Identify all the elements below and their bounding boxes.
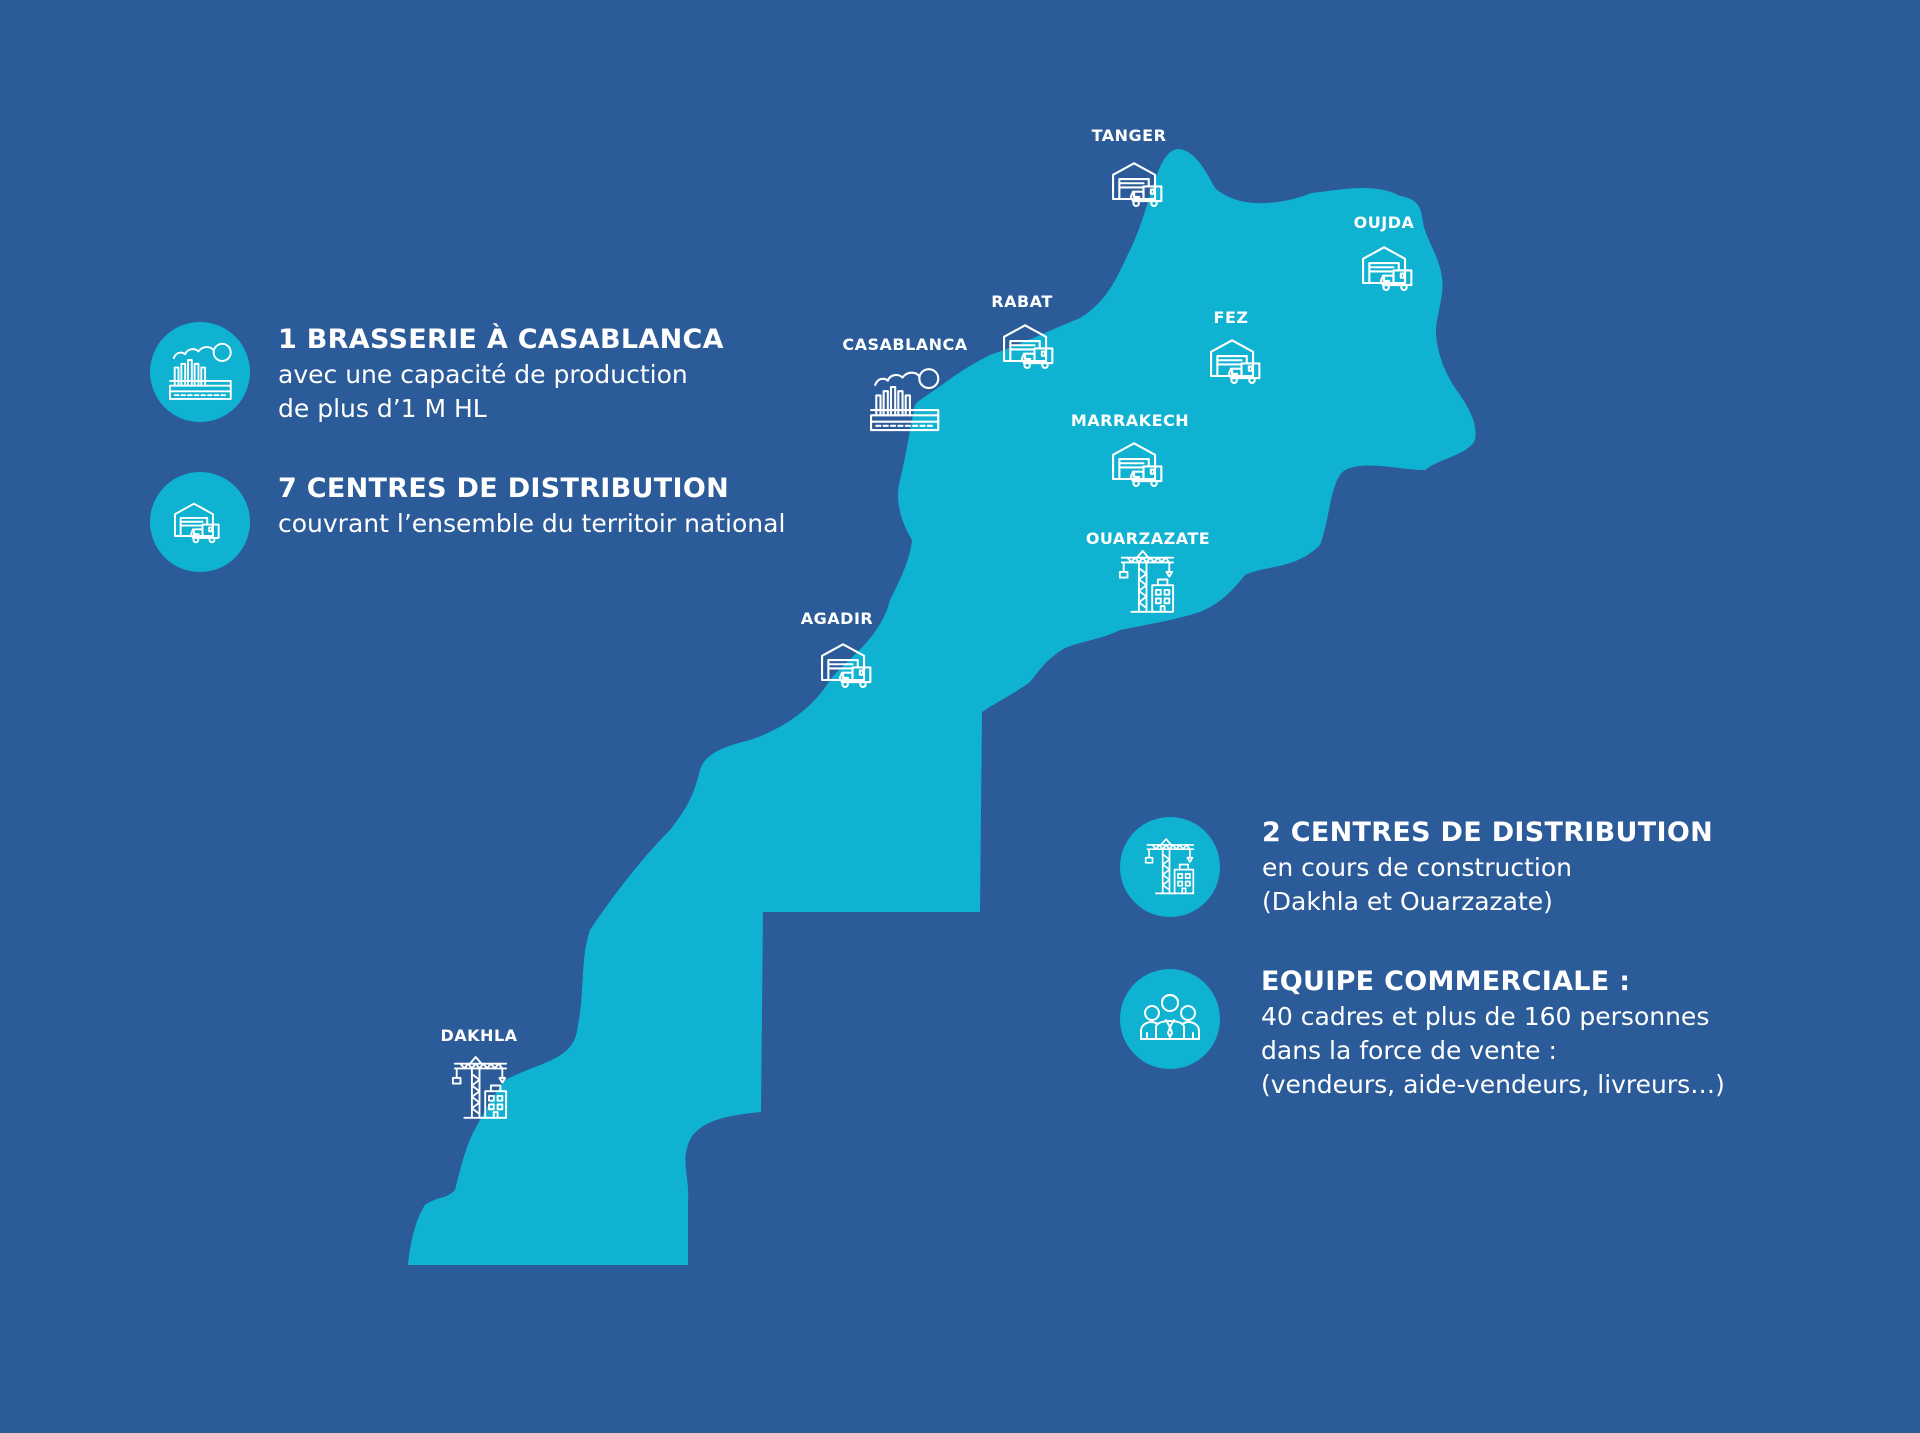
city-label-casablanca: CASABLANCA [842, 335, 968, 354]
legend-icons [150, 322, 1220, 1069]
legend-construction-line: (Dakhla et Ouarzazate) [1262, 887, 1553, 916]
city-label-agadir: AGADIR [800, 609, 874, 628]
legend-team-line: 40 cadres et plus de 160 personnes [1261, 1002, 1710, 1031]
city-label-marrakech: MARRAKECH [1070, 411, 1190, 430]
city-label-fez: FEZ [1213, 308, 1249, 327]
legend-icon-circle [150, 322, 250, 422]
legend-construction: 2 CENTRES DE DISTRIBUTION en cours de co… [1262, 815, 1713, 919]
legend-brewery: 1 BRASSERIE À CASABLANCA avec une capaci… [278, 322, 724, 426]
morocco-landmass [408, 149, 1476, 1265]
legend-team: EQUIPE COMMERCIALE : 40 cadres et plus d… [1261, 964, 1725, 1102]
legend-team-line: dans la force de vente : [1261, 1036, 1557, 1065]
legend-distribution-title: 7 CENTRES DE DISTRIBUTION [278, 473, 729, 504]
legend-brewery-line: de plus d’1 M HL [278, 394, 487, 423]
legend-distribution-line: couvrant l’ensemble du territoir nationa… [278, 509, 786, 538]
city-label-ouarzazate: OUARZAZATE [1085, 529, 1211, 548]
warehouse-truck-icon [1112, 162, 1163, 207]
city-label-oujda: OUJDA [1353, 213, 1415, 232]
city-label-tanger: TANGER [1091, 126, 1167, 145]
legend-construction-line: en cours de construction [1262, 853, 1572, 882]
legend-brewery-line: avec une capacité de production [278, 360, 688, 389]
city-label-rabat: RABAT [991, 292, 1053, 311]
city-label-dakhla: DAKHLA [440, 1026, 518, 1045]
legend-team-line: (vendeurs, aide-vendeurs, livreurs…) [1261, 1070, 1725, 1099]
construction-crane-icon [451, 1056, 508, 1119]
legend-team-title: EQUIPE COMMERCIALE : [1261, 966, 1631, 997]
legend-distribution: 7 CENTRES DE DISTRIBUTION couvrant l’ens… [278, 471, 785, 541]
legend-icon-circle [1120, 969, 1220, 1069]
legend-construction-title: 2 CENTRES DE DISTRIBUTION [1262, 817, 1713, 848]
legend-brewery-title: 1 BRASSERIE À CASABLANCA [278, 324, 724, 355]
